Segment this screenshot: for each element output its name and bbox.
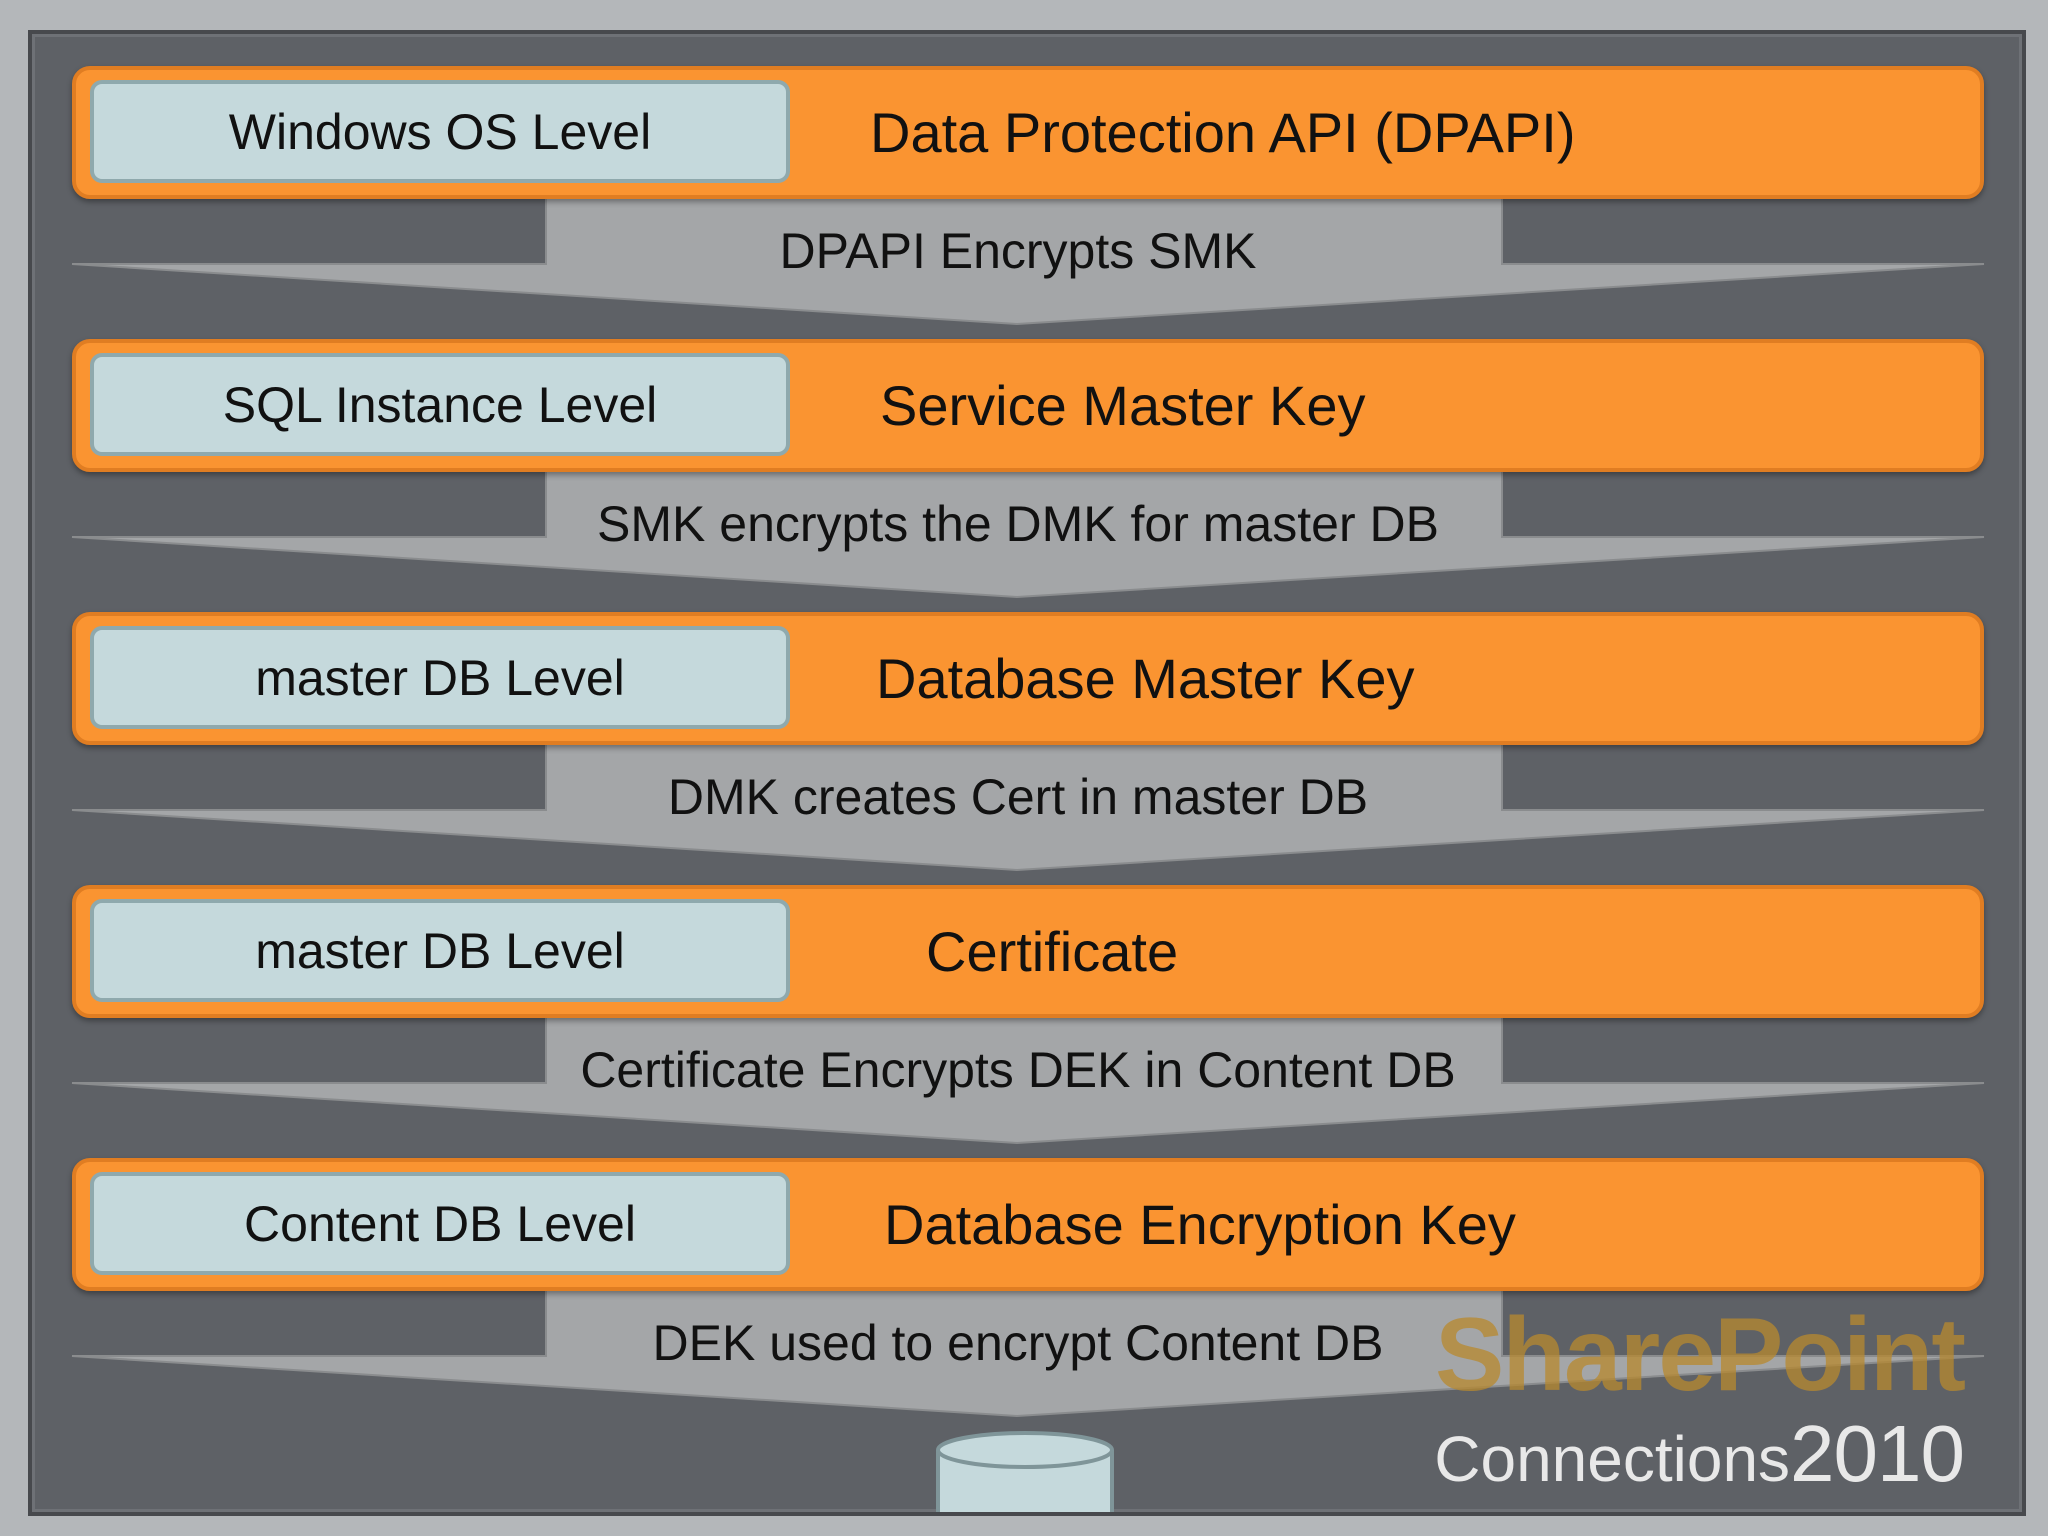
- layer-bar-smk: SQL Instance Level Service Master Key: [72, 339, 1984, 472]
- level-label: Windows OS Level: [90, 80, 790, 183]
- arrow-label: DMK creates Cert in master DB: [667, 769, 1369, 825]
- logo-brand-text: SharePoint: [1435, 1297, 1966, 1413]
- layer-bar-dek: Content DB Level Database Encryption Key: [72, 1158, 1984, 1291]
- layer-bar-certificate: master DB Level Certificate: [72, 885, 1984, 1018]
- key-label: Service Master Key: [880, 374, 1366, 437]
- key-label: Data Protection API (DPAPI): [870, 101, 1576, 164]
- logo-sub-text: Connections: [1434, 1423, 1791, 1495]
- layer-bar-dmk: master DB Level Database Master Key: [72, 612, 1984, 745]
- logo-subtitle: Connections2010: [1434, 1408, 1965, 1500]
- key-label: Database Encryption Key: [884, 1193, 1516, 1256]
- level-label: SQL Instance Level: [90, 353, 790, 456]
- sharepoint-connections-logo: SharePoint Connections2010: [1434, 1296, 2022, 1498]
- arrow-label: SMK encrypts the DMK for master DB: [597, 496, 1439, 552]
- logo-year: 2010: [1790, 1409, 1965, 1498]
- arrow-label: DEK used to encrypt Content DB: [652, 1315, 1384, 1371]
- arrow-label: Certificate Encrypts DEK in Content DB: [580, 1042, 1456, 1098]
- arrow-layer: [71, 163, 1985, 1512]
- key-label: Certificate: [926, 920, 1179, 983]
- diagram-panel: SharePoint Connections2010 Windows OS Le…: [28, 30, 2026, 1516]
- arrow-label: DPAPI Encrypts SMK: [779, 223, 1257, 279]
- level-label: master DB Level: [90, 899, 790, 1002]
- level-label: master DB Level: [90, 626, 790, 729]
- key-label: Database Master Key: [876, 647, 1415, 710]
- database-icon: [936, 1431, 1114, 1512]
- level-label: Content DB Level: [90, 1172, 790, 1275]
- layer-bar-dpapi: Windows OS Level Data Protection API (DP…: [72, 66, 1984, 199]
